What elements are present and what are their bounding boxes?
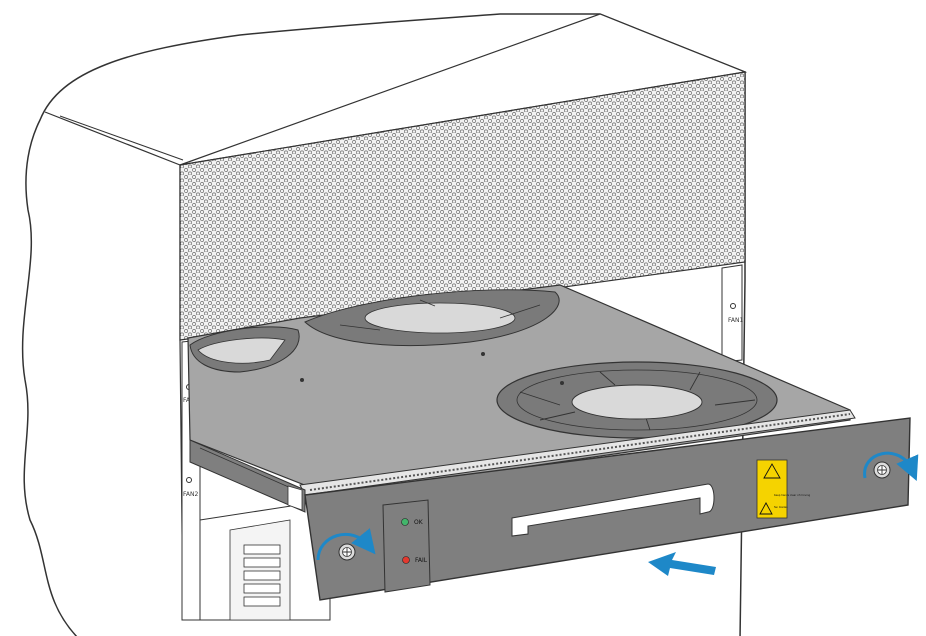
rotation-arrow-left-icon	[316, 528, 376, 561]
captive-screw-right-icon[interactable]	[873, 461, 891, 479]
captive-screw-left-icon[interactable]	[338, 543, 356, 561]
chassis-right-rail	[721, 264, 743, 363]
screw-hole-icon	[730, 303, 736, 309]
screw-hole-icon	[186, 477, 192, 483]
pull-handle[interactable]	[511, 483, 715, 537]
warning-triangle-icon	[759, 502, 773, 515]
ventilation-mesh	[179, 71, 746, 341]
fan-front	[496, 361, 778, 439]
warning-text-line1: Keep hands clear of moving	[774, 493, 810, 497]
rotation-arrow-right-icon	[863, 451, 919, 482]
led-ok-label: OK	[414, 519, 424, 526]
fan-center-rear	[304, 289, 560, 347]
warning-triangle-icon	[763, 463, 781, 479]
insert-direction-arrow-icon	[648, 552, 716, 576]
slot-label-upper-right: FAN1	[728, 317, 743, 324]
warning-text-line2: fan blades	[774, 505, 788, 509]
warning-label: Keep hands clear of moving fan blades	[756, 459, 810, 519]
tray-left-guide	[189, 439, 306, 513]
led-indicator-panel	[382, 499, 431, 593]
lower-chassis-slots	[199, 499, 331, 621]
led-fail-icon	[402, 556, 410, 564]
slot-label-left-bottom: FAN2	[183, 491, 198, 498]
fan-left-rear	[189, 326, 300, 373]
led-fail-label: FAIL	[415, 557, 428, 564]
led-ok-icon	[401, 518, 409, 526]
